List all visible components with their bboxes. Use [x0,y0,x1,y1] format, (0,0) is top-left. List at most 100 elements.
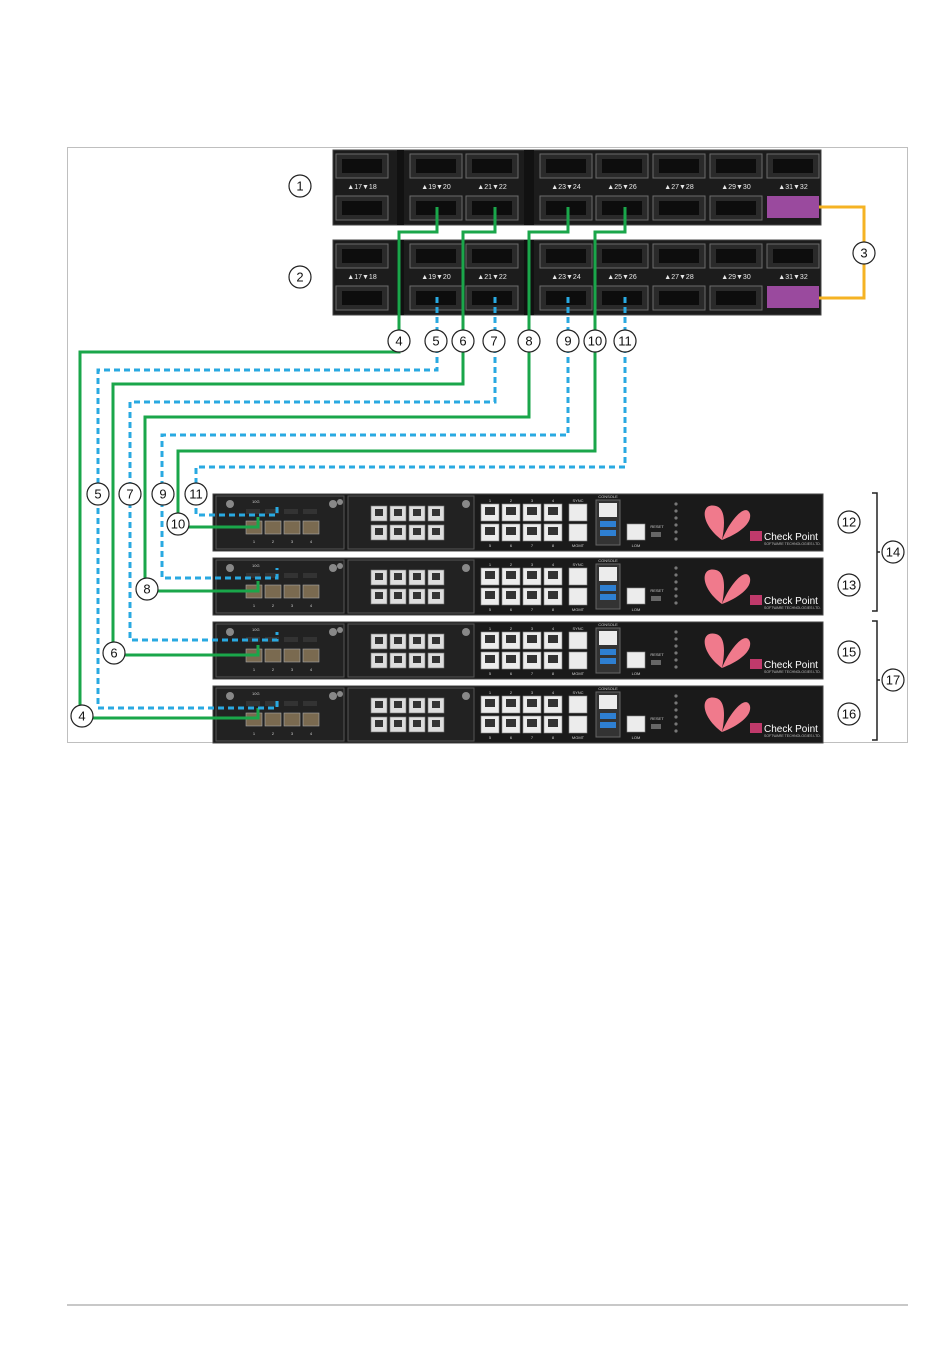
qsfp-opening [472,159,512,173]
switch-1-ports: ▲17▼18▲19▼20▲21▼22▲23▼24▲25▼26▲27▼28▲29▼… [335,150,820,225]
onboard-rj45-jack [485,635,495,643]
callout-6: 6 [102,641,126,665]
switch-2: ▲17▼18▲19▼20▲21▼22▲23▼24▲25▼26▲27▼28▲29▼… [332,239,822,316]
callout-number: 16 [842,707,856,722]
onboard-port-number: 7 [531,671,534,676]
status-led [674,658,678,662]
rj45-jack [394,720,402,727]
qsfp-opening [416,159,456,173]
switch-port-label: ▲31▼32 [778,184,808,191]
callout-number: 1 [296,179,303,194]
rj45-jack [375,701,383,708]
sfp-port [302,712,320,727]
sfp-port-number: 4 [310,667,313,672]
callout-number: 10 [588,334,602,349]
qsfp-opening [716,249,756,263]
sfp-port [283,648,301,663]
sfp-port-number: 2 [272,667,275,672]
switch-port-label: ▲31▼32 [778,274,808,281]
cable-6 [111,207,497,657]
sfp-card-label: 10G [252,499,260,504]
qsfp-opening [659,249,699,263]
onboard-rj45-jack [506,699,516,707]
sfp-led [284,637,298,642]
bracket-14 [872,492,880,612]
onboard-rj45-jack [485,591,495,599]
sfp-port-number: 3 [291,667,294,672]
qsfp-opening [716,201,756,215]
thumbscrew [462,500,470,508]
status-led [674,587,678,591]
thumbscrew [329,628,337,636]
sfp-port-number: 1 [253,667,256,672]
onboard-port-number: 3 [531,498,534,503]
sfp-port [283,712,301,727]
rj45-jack [413,592,421,599]
onboard-port-number: 6 [510,607,513,612]
sfp-port-number: 2 [272,603,275,608]
onboard-port-number: 8 [552,607,555,612]
thumbscrew [329,564,337,572]
callout-number: 9 [159,487,166,502]
onboard-port-number: 4 [552,690,555,695]
switch-port-label: ▲21▼22 [477,274,507,281]
callout-number: 6 [110,646,117,661]
sfp-card-label: 10G [252,563,260,568]
thumbscrew [226,500,234,508]
sfp-port-number: 1 [253,539,256,544]
mgmt-label: MGMT [572,671,585,676]
rj45-jack [413,573,421,580]
onboard-port-number: 1 [489,498,492,503]
thumbscrew [462,564,470,572]
callout-13: 13 [837,573,861,597]
lom-port [626,523,646,541]
status-led [674,729,678,733]
callout-number: 11 [189,487,203,502]
onboard-port-number: 5 [489,543,492,548]
onboard-rj45-jack [527,591,537,599]
reset-button [651,660,661,665]
switch-port-label: ▲25▼26 [607,184,637,191]
onboard-port-number: 4 [552,562,555,567]
rj45-card [347,687,475,742]
rj45-jack [394,701,402,708]
rj45-jack [432,637,440,644]
rj45-jack [413,656,421,663]
rj45-jack [394,509,402,516]
switch-divider [524,150,534,225]
usb-port [600,722,616,728]
sfp-led [246,701,260,706]
brand-subtitle: SOFTWARE TECHNOLOGIES LTD. [764,670,821,674]
onboard-port-number: 4 [552,626,555,631]
onboard-port-number: 5 [489,607,492,612]
mgmt-port [568,651,588,670]
qsfp-opening [546,201,586,215]
onboard-rj45-jack [506,571,516,579]
reset-button [651,596,661,601]
callout-number: 13 [842,578,856,593]
qsfp-opening [342,291,382,305]
sfp-port-number: 3 [291,603,294,608]
brand-logo-icon [704,505,751,540]
onboard-port-number: 6 [510,671,513,676]
status-led [674,502,678,506]
onboard-rj45-jack [527,571,537,579]
usb-port [600,649,616,655]
switch-port-label: ▲27▼28 [664,274,694,281]
thumbscrew [329,692,337,700]
onboard-rj45-jack [548,507,558,515]
sfp-port-number: 1 [253,603,256,608]
onboard-port-number: 1 [489,562,492,567]
sfp-port-number: 1 [253,731,256,736]
rj45-jack [375,592,383,599]
sfp-port-number: 4 [310,539,313,544]
onboard-rj45-jack [527,655,537,663]
rj45-jack [394,573,402,580]
usb-port [600,530,616,536]
rj45-jack [432,656,440,663]
rj45-jack [432,573,440,580]
onboard-port-number: 7 [531,735,534,740]
sfp-led [265,573,279,578]
